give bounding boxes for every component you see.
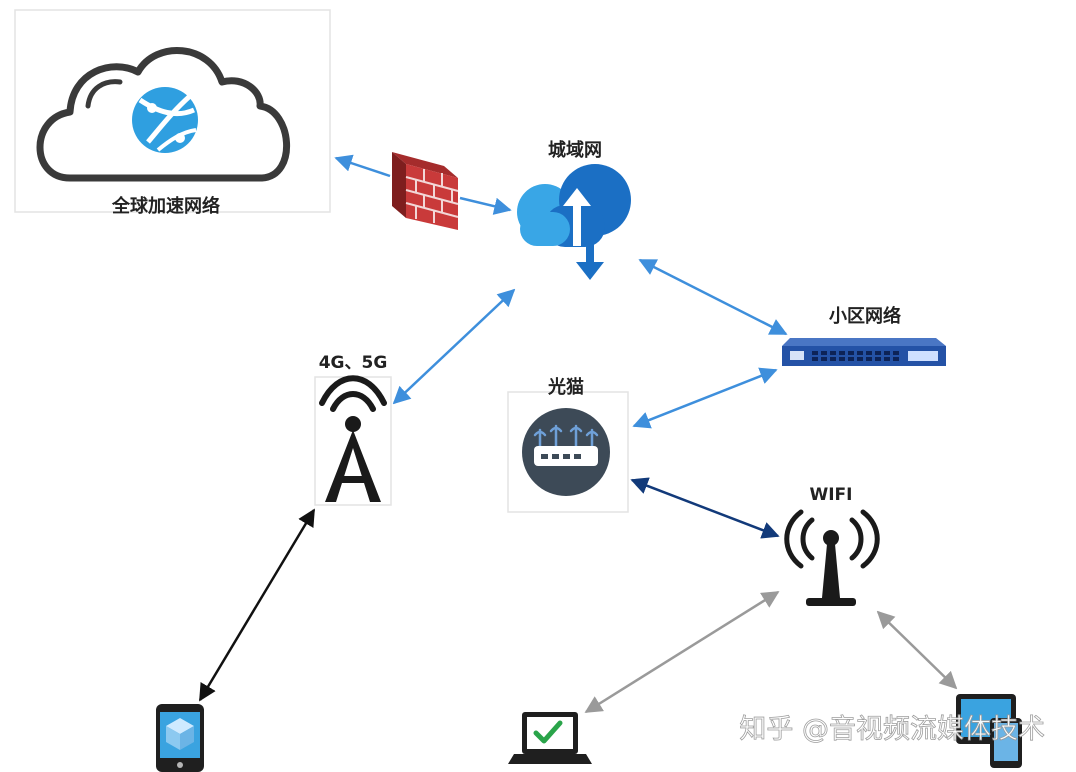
arrow-global-metro-b [459, 196, 512, 215]
router-icon [522, 408, 610, 496]
optical-modem-node: 光猫 [507, 376, 629, 513]
laptop-check-icon [508, 712, 592, 764]
wifi-mast [806, 530, 856, 606]
arrow-metro-cellular [392, 288, 516, 405]
arrow-modem-wifi [630, 477, 780, 539]
arrow-wifi-tablets [876, 610, 958, 690]
community-network-node: 小区网络 [782, 305, 946, 366]
community-network-label: 小区网络 [829, 305, 901, 327]
firewall-icon [392, 152, 459, 230]
network-switch-icon [782, 338, 946, 366]
metro-network-label: 城域网 [548, 139, 602, 161]
optical-modem-label: 光猫 [547, 376, 584, 398]
cloud-globe-icon [36, 47, 290, 182]
metro-network-node: 城域网 [517, 139, 631, 280]
arrow-wifi-laptop [584, 590, 780, 714]
smartphone-icon [156, 704, 204, 772]
cell-tower-icon [319, 375, 387, 502]
global-network-label: 全球加速网络 [111, 195, 220, 217]
cellular-node: 4G、5G [314, 353, 392, 506]
cellular-label: 4G、5G [319, 353, 388, 373]
wifi-node: WIFI [784, 485, 880, 606]
global-network-node: 全球加速网络 [14, 9, 331, 217]
tablet-devices-icon [956, 694, 1022, 768]
arrow-cellular-phone [198, 508, 316, 702]
cloud-upload-download-icon [517, 164, 631, 280]
wifi-antenna-icon [784, 509, 880, 569]
arrow-global-metro-a [334, 154, 391, 178]
connection-arrows [198, 154, 958, 714]
watermark-text: 知乎 @音视频流媒体技术 [739, 714, 1045, 745]
wifi-label: WIFI [809, 485, 852, 505]
arrow-metro-community [638, 258, 788, 336]
arrow-community-modem [632, 367, 778, 429]
